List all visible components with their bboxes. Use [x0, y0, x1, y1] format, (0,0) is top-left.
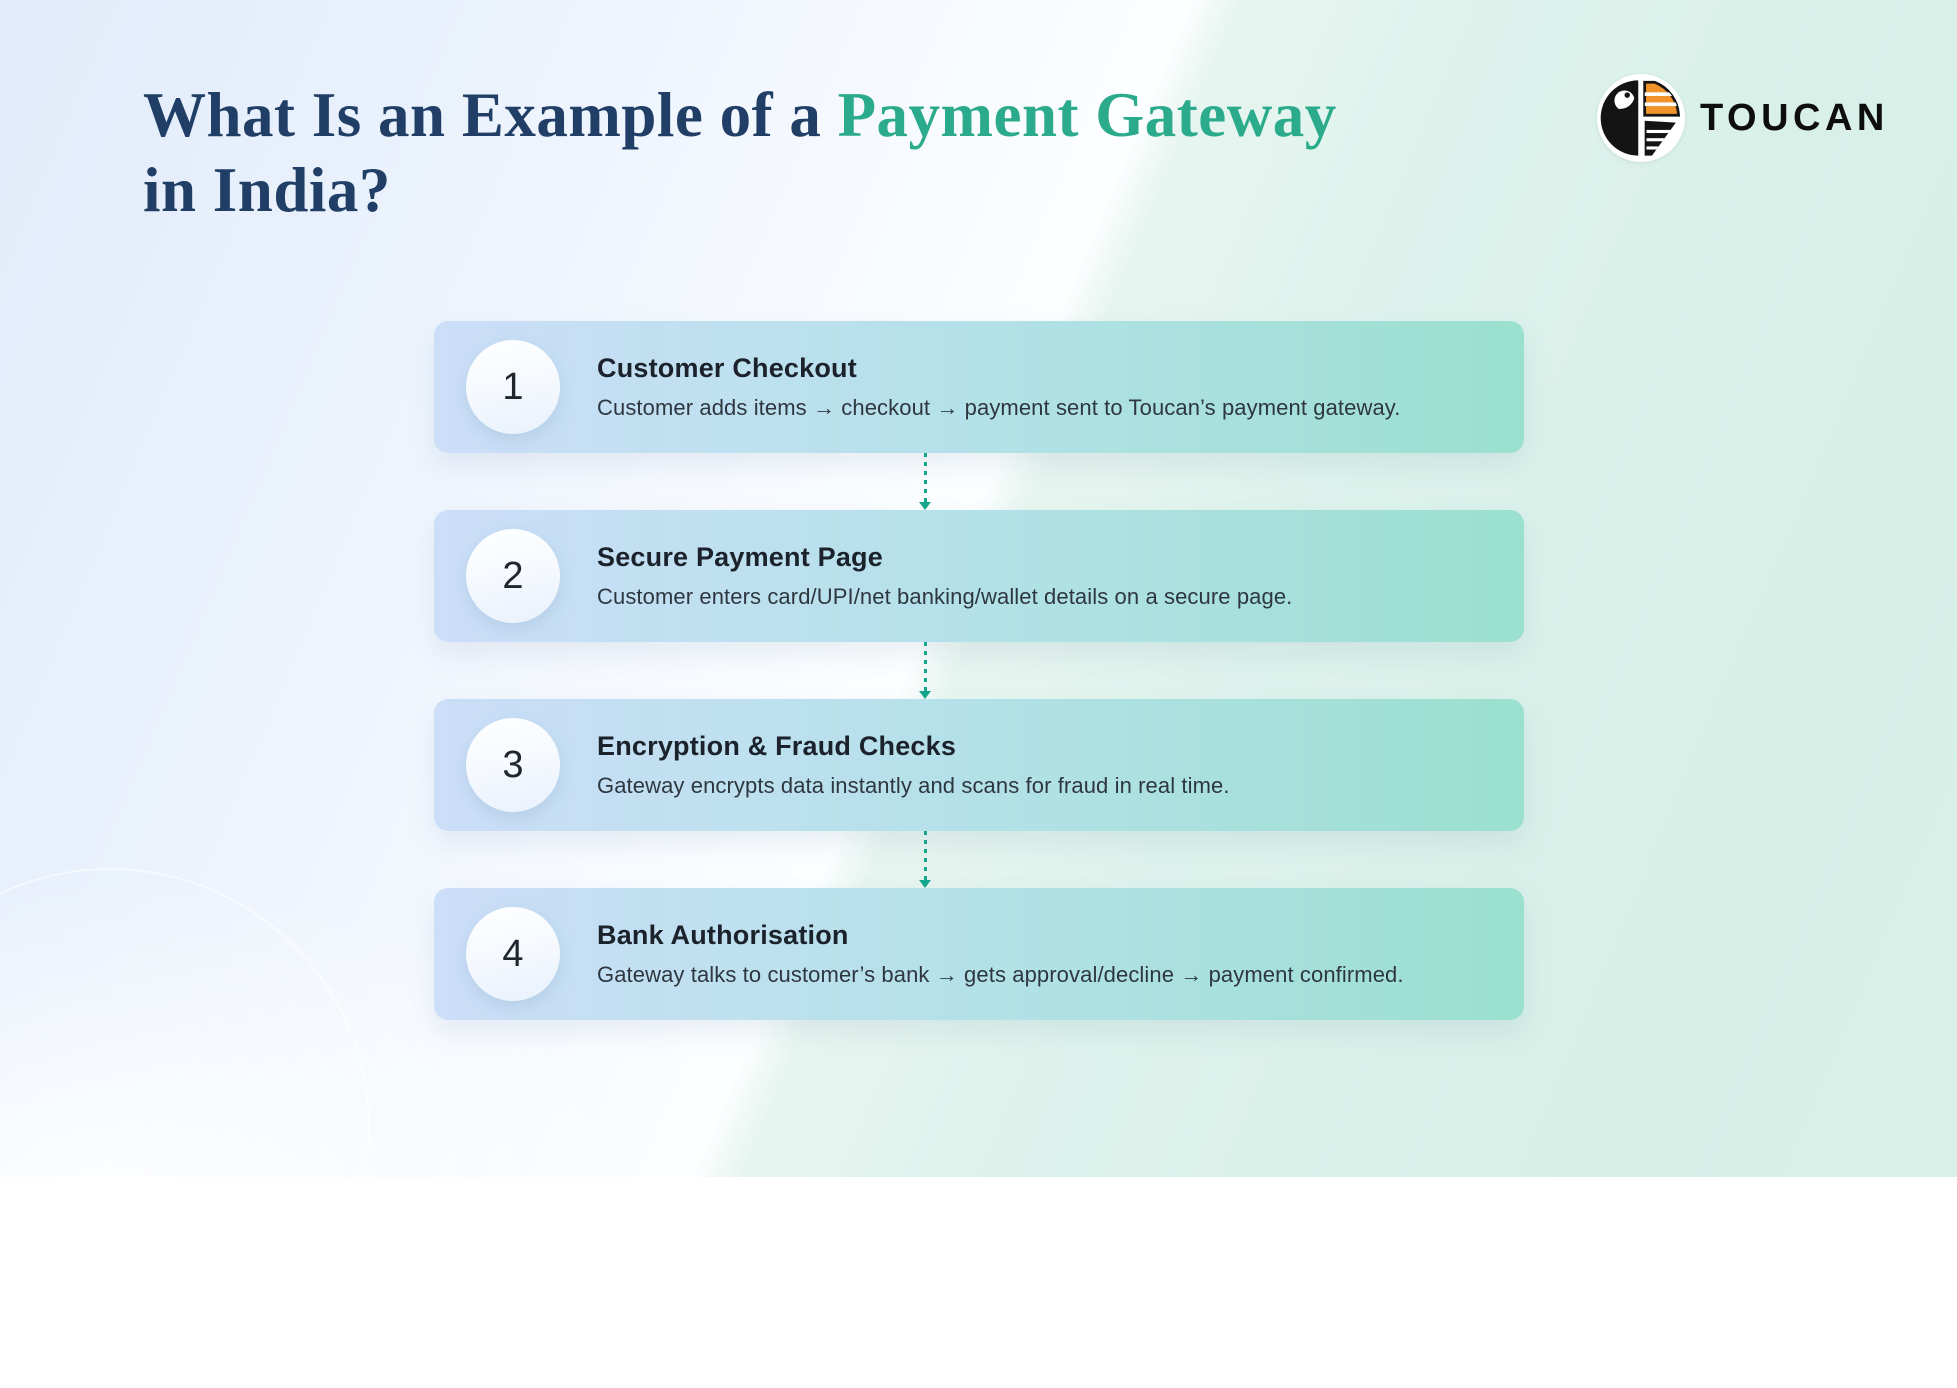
step-description: Gateway talks to customer’s bank → gets … — [597, 962, 1404, 987]
step-title: Encryption & Fraud Checks — [597, 731, 957, 761]
flow-arrow-down-icon — [917, 831, 933, 888]
step-text: Secure Payment Page Customer enters card… — [597, 542, 1292, 610]
step-text: Encryption & Fraud Checks Gateway encryp… — [597, 731, 1230, 799]
title-prefix: What Is an Example of a — [143, 80, 838, 150]
toucan-logo-icon — [1597, 74, 1685, 162]
step-text: Customer Checkout Customer adds items → … — [597, 353, 1400, 421]
step-title: Customer Checkout — [597, 353, 857, 383]
step-number-badge: 1 — [466, 340, 560, 434]
step-number: 1 — [502, 365, 524, 408]
step-number: 2 — [502, 554, 524, 597]
title-line-1: What Is an Example of a Payment Gateway — [143, 78, 1463, 153]
arrow-head — [919, 691, 931, 699]
brand-logo: TOUCAN — [1597, 74, 1889, 162]
step-card-1: 1 Customer Checkout Customer adds items … — [434, 321, 1524, 453]
step-description: Customer enters card/UPI/net banking/wal… — [597, 584, 1293, 609]
step-number: 4 — [502, 932, 524, 975]
step-description: Customer adds items → checkout → payment… — [597, 395, 1401, 420]
arrow-dotted-line — [923, 453, 927, 502]
arrow-head — [919, 880, 931, 888]
arrow-head — [919, 502, 931, 510]
step-number: 3 — [502, 743, 524, 786]
title-accent: Payment Gateway — [837, 80, 1337, 150]
step-number-badge: 2 — [466, 529, 560, 623]
page-title: What Is an Example of a Payment Gateway … — [143, 78, 1463, 228]
step-title: Secure Payment Page — [597, 542, 883, 572]
steps-flow: 1 Customer Checkout Customer adds items … — [434, 321, 1524, 1077]
step-description: Gateway encrypts data instantly and scan… — [597, 773, 1230, 798]
step-card-2: 2 Secure Payment Page Customer enters ca… — [434, 510, 1524, 642]
flow-arrow-down-icon — [917, 453, 933, 510]
decorative-circle — [0, 868, 370, 1388]
step-text: Bank Authorisation Gateway talks to cust… — [597, 920, 1404, 988]
step-number-badge: 4 — [466, 907, 560, 1001]
flow-arrow-down-icon — [917, 642, 933, 699]
title-line-2: in India? — [143, 155, 391, 225]
arrow-dotted-line — [923, 642, 927, 691]
step-card-3: 3 Encryption & Fraud Checks Gateway encr… — [434, 699, 1524, 831]
arrow-dotted-line — [923, 831, 927, 880]
step-title: Bank Authorisation — [597, 920, 849, 950]
step-card-4: 4 Bank Authorisation Gateway talks to cu… — [434, 888, 1524, 1020]
step-number-badge: 3 — [466, 718, 560, 812]
brand-name: TOUCAN — [1700, 96, 1889, 139]
